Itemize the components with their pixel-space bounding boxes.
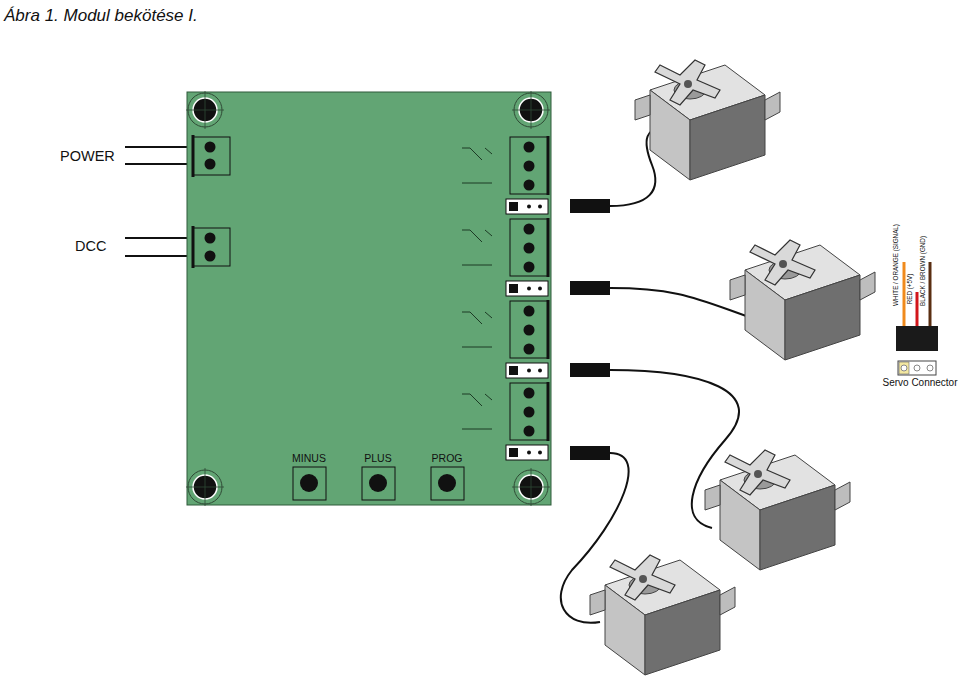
figure-title: Ábra 1. Modul bekötése I. bbox=[4, 7, 198, 24]
label-holder: MINUS bbox=[292, 453, 326, 464]
label-holder: WHITE / ORANGE (SIGNAL) bbox=[893, 224, 899, 306]
label-holder: PLUS bbox=[364, 453, 391, 464]
label-holder: RED (+5V) bbox=[907, 274, 913, 305]
label-holder: DCC bbox=[75, 239, 106, 254]
wire-label: WHITE / ORANGE (SIGNAL) bbox=[893, 224, 899, 306]
button-label: MINUS bbox=[292, 453, 326, 464]
label-holder: POWER bbox=[60, 149, 115, 164]
wire-label: RED (+5V) bbox=[907, 274, 913, 305]
connector-label: POWER bbox=[60, 149, 115, 164]
connector-label: DCC bbox=[75, 239, 106, 254]
wire-label: BLACK / BROWN (GND) bbox=[920, 236, 926, 306]
connector-caption: Servo Connector bbox=[882, 378, 957, 388]
button-label: PROG bbox=[432, 453, 463, 464]
label-holder: Servo Connector bbox=[882, 378, 957, 388]
label-holder: BLACK / BROWN (GND) bbox=[920, 236, 926, 306]
button-label: PLUS bbox=[364, 453, 391, 464]
label-holder: Ábra 1. Modul bekötése I. bbox=[4, 7, 198, 24]
label-holder: PROG bbox=[432, 453, 463, 464]
